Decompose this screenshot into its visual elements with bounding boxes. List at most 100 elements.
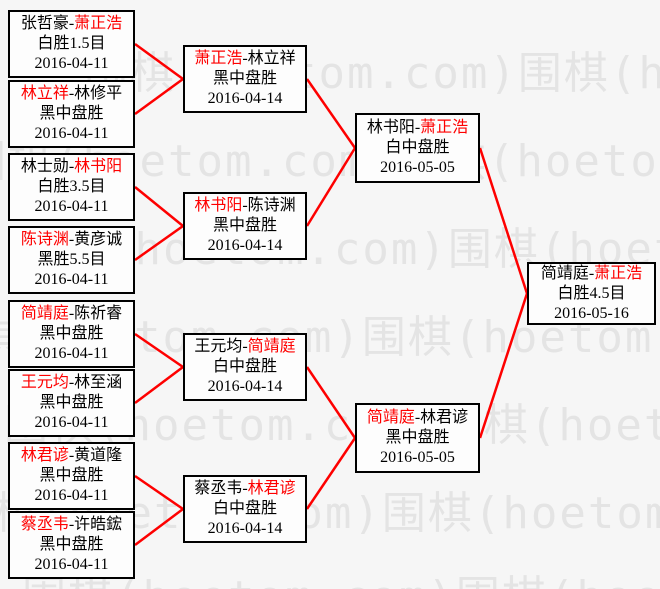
player-1-name: 林书阳 bbox=[366, 119, 415, 136]
players-separator: - bbox=[414, 119, 421, 136]
player-1-name: 简靖庭 bbox=[366, 409, 415, 426]
match-result: 黑中盘胜 bbox=[39, 536, 104, 553]
watermark-text: 围棋(hoetom.com) bbox=[381, 488, 660, 539]
match-result: 黑中盘胜 bbox=[39, 105, 104, 122]
connector-line bbox=[478, 293, 529, 439]
connector-line bbox=[305, 78, 357, 149]
player-2-name: 萧正浩 bbox=[594, 264, 643, 282]
connector-line bbox=[305, 366, 357, 439]
connector-line bbox=[305, 437, 357, 510]
match-result: 白中盘胜 bbox=[212, 500, 277, 517]
match-players: 简靖庭-陈祈睿 bbox=[21, 304, 122, 324]
player-2-name: 林修平 bbox=[74, 85, 123, 102]
player-2-name: 萧正浩 bbox=[420, 119, 469, 136]
match-result: 黑中盘胜 bbox=[39, 325, 104, 342]
connector-line bbox=[134, 77, 184, 116]
player-1-name: 蔡丞韦 bbox=[20, 516, 69, 533]
players-separator: - bbox=[242, 480, 248, 497]
connector-line bbox=[134, 332, 184, 369]
match-result: 白胜1.5目 bbox=[37, 35, 106, 52]
match-result: 白胜3.5目 bbox=[37, 178, 106, 195]
player-2-name: 许皓鋐 bbox=[74, 516, 123, 533]
match-date: 2016-04-11 bbox=[34, 125, 109, 142]
match-date: 2016-04-11 bbox=[34, 55, 109, 72]
connector-line bbox=[478, 147, 529, 294]
players-separator: - bbox=[68, 516, 75, 533]
match-result: 黑中盘胜 bbox=[39, 467, 104, 484]
match-date: 2016-04-11 bbox=[34, 198, 109, 215]
match-date: 2016-04-14 bbox=[207, 237, 283, 254]
player-1-name: 王元均 bbox=[194, 338, 243, 355]
player-2-name: 简靖庭 bbox=[247, 338, 296, 355]
player-1-name: 林君谚 bbox=[20, 447, 69, 464]
players-separator: - bbox=[68, 447, 75, 464]
match-date: 2016-04-11 bbox=[34, 556, 109, 573]
match-box-final-1: 简靖庭-萧正浩白胜4.5目 2016-05-16 bbox=[527, 262, 656, 325]
match-players: 林君谚-黄道隆 bbox=[21, 446, 122, 466]
players-separator: - bbox=[414, 409, 421, 426]
players-separator: - bbox=[68, 158, 75, 175]
match-players: 简靖庭-萧正浩 bbox=[541, 264, 642, 284]
connector-line bbox=[305, 147, 357, 227]
player-2-name: 黄彦诚 bbox=[74, 231, 123, 248]
match-box-round-1-8: 蔡丞韦-许皓鋐黑中盘胜 2016-04-11 bbox=[8, 511, 135, 579]
player-1-name: 王元均 bbox=[20, 374, 69, 391]
match-result: 黑中盘胜 bbox=[212, 70, 277, 87]
player-2-name: 林书阳 bbox=[74, 158, 123, 175]
match-date: 2016-05-16 bbox=[554, 304, 629, 322]
player-1-name: 林书阳 bbox=[194, 197, 243, 214]
match-players: 林士勋-林书阳 bbox=[21, 157, 122, 177]
players-separator: - bbox=[588, 264, 595, 282]
connector-line bbox=[134, 224, 184, 262]
match-players: 张哲豪-萧正浩 bbox=[21, 14, 122, 34]
player-2-name: 林君谚 bbox=[420, 409, 469, 426]
match-result: 黑胜5.5目 bbox=[37, 251, 106, 268]
player-2-name: 萧正浩 bbox=[74, 15, 123, 32]
player-2-name: 林至涵 bbox=[74, 374, 123, 391]
players-separator: - bbox=[242, 50, 248, 67]
players-separator: - bbox=[68, 15, 75, 32]
match-result: 黑中盘胜 bbox=[212, 217, 277, 234]
player-1-name: 林士勋 bbox=[20, 158, 69, 175]
match-players: 王元均-简靖庭 bbox=[194, 337, 295, 357]
match-box-round-2-2: 林书阳-陈诗渊黑中盘胜 2016-04-14 bbox=[183, 192, 307, 260]
match-players: 王元均-林至涵 bbox=[21, 373, 122, 393]
match-date: 2016-04-14 bbox=[207, 520, 283, 537]
match-date: 2016-04-14 bbox=[207, 378, 283, 395]
players-separator: - bbox=[68, 374, 75, 391]
player-2-name: 林君谚 bbox=[247, 480, 296, 497]
player-1-name: 萧正浩 bbox=[194, 50, 243, 67]
watermark-text: 围棋(hoetom.com) bbox=[517, 48, 660, 99]
match-players: 林书阳-陈诗渊 bbox=[194, 196, 295, 216]
player-2-name: 陈诗渊 bbox=[247, 197, 296, 214]
player-1-name: 林立祥 bbox=[20, 85, 69, 102]
match-players: 萧正浩-林立祥 bbox=[194, 49, 295, 69]
match-result: 白胜4.5目 bbox=[557, 284, 626, 302]
connector-line bbox=[134, 508, 184, 546]
players-separator: - bbox=[68, 231, 75, 248]
watermark-text: 围棋(hoetom.com) bbox=[456, 572, 660, 589]
match-box-round-1-1: 张哲豪-萧正浩白胜1.5目 2016-04-11 bbox=[8, 10, 135, 78]
match-date: 2016-04-11 bbox=[34, 414, 109, 431]
match-date: 2016-05-05 bbox=[380, 159, 455, 176]
players-separator: - bbox=[242, 338, 248, 355]
player-2-name: 林立祥 bbox=[247, 50, 296, 67]
players-separator: - bbox=[68, 305, 75, 322]
player-2-name: 黄道隆 bbox=[74, 447, 123, 464]
match-result: 黑中盘胜 bbox=[39, 394, 104, 411]
match-box-round-1-2: 林立祥-林修平黑中盘胜 2016-04-11 bbox=[8, 80, 135, 148]
match-players: 林立祥-林修平 bbox=[21, 84, 122, 104]
player-1-name: 简靖庭 bbox=[20, 305, 69, 322]
match-date: 2016-04-11 bbox=[34, 487, 109, 504]
player-2-name: 陈祈睿 bbox=[74, 305, 123, 322]
